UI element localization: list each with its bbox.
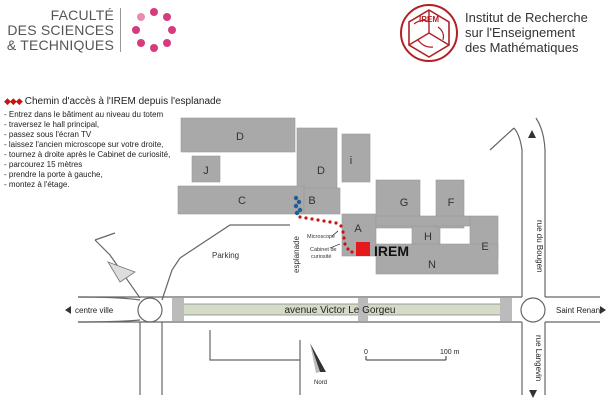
east-road-label: Saint Renan [556,306,600,315]
header-divider [120,8,121,52]
cabinet-label-line-2: curiosité [311,254,331,260]
faculty-logo-icon [132,8,176,52]
building-label-i: i [350,155,352,167]
institute-line-3: des Mathématiques [465,40,579,55]
direction-step: - montez à l'étage. [4,180,70,189]
institute-name: Institut de Recherche sur l'Enseignement… [465,10,605,55]
totem-icon [293,195,303,216]
north-label: Nord [314,380,327,386]
irem-logo-icon: IREM [400,4,458,62]
scale-bar: 0 100 m [364,349,460,361]
main-road-label: avenue Victor Le Gorgeu [284,305,395,316]
crosswalks [172,298,512,321]
direction-step: - passez sous l'écran TV [4,130,92,139]
direction-step: - parcourez 15 mètres [4,160,83,169]
institute-line-2: sur l'Enseignement [465,25,576,40]
direction-step: - traversez le hall principal, [4,120,100,129]
direction-step: - Entrez dans le bâtiment au niveau du t… [4,110,164,119]
direction-step: - laissez l'ancien microscope sur votre … [4,140,164,149]
scale-start-label: 0 [364,349,368,356]
direction-step: - prendre la porte à gauche, [4,170,103,179]
route-dots-icon: ◆◆◆ [4,96,23,106]
arrow-left-icon [65,306,71,314]
label-pointers [329,230,341,249]
faculty-line-1: FACULTÉ [50,7,114,23]
arrow-right-icon [600,306,606,314]
south-road-label: rue Langevin [534,335,543,381]
parking-label: Parking [212,251,239,260]
building-label-n: N [428,259,436,271]
institute-line-1: Institut de Recherche [465,10,588,25]
building-label-f: F [448,197,455,209]
directions-steps: - Entrez dans le bâtiment au niveau du t… [4,110,244,190]
faculty-line-2: DES SCIENCES [7,22,114,38]
north-road-label: rue du Bougen [535,220,544,273]
building-label-b: B [308,195,315,207]
irem-location-marker [356,242,370,256]
building-label-a: A [354,223,362,235]
cabinet-label-line-1: Cabinet de [310,247,337,253]
building-label-h: H [424,231,432,243]
building-label-d: D [317,165,325,177]
west-road-label: centre ville [75,306,114,315]
directions-panel: ◆◆◆Chemin d'accès à l'IREM depuis l'espl… [4,95,244,190]
building-label-e: E [481,241,488,253]
arrow-up-icon [528,130,536,138]
building-label-g: G [400,197,409,209]
faculty-name: FACULTÉ DES SCIENCES & TECHNIQUES [6,8,114,53]
direction-step: - tournez à droite après le Cabinet de c… [4,150,171,159]
north-arrow-icon [310,343,326,373]
access-route [298,215,354,254]
irem-map-label: IREM [374,243,409,259]
microscope-label: Microscope [307,234,335,240]
avenue-median [179,303,503,316]
traffic-island [107,261,136,283]
faculty-line-3: & TECHNIQUES [6,37,114,53]
esplanade-label: esplanade [292,236,301,273]
building-label-c: C [238,195,246,207]
scale-end-label: 100 m [440,349,460,356]
arrow-down-icon [529,390,537,398]
directions-title: ◆◆◆Chemin d'accès à l'IREM depuis l'espl… [4,96,222,107]
irem-logo-acronym: IREM [419,15,439,24]
